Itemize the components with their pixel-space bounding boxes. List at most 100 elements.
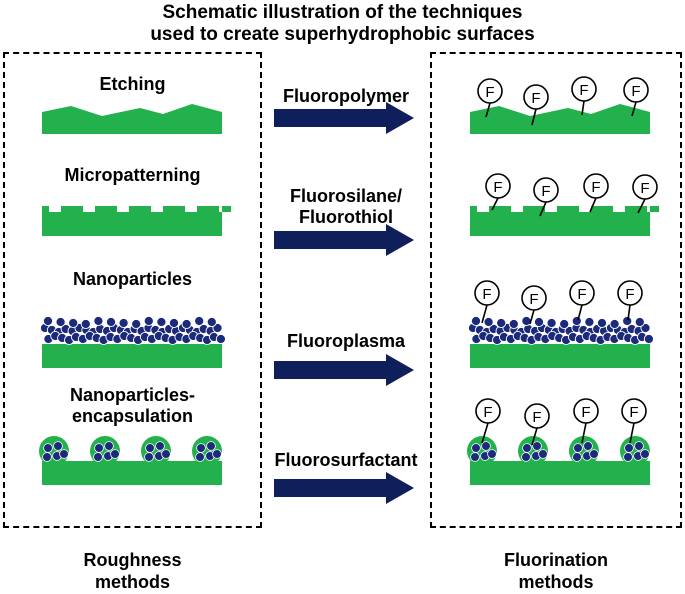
fluorine-tag-row1-4-tail xyxy=(631,101,637,117)
encapsulation-substrate-left-capsule-1-particle-5 xyxy=(59,449,69,459)
fluorine-tag-row3-2-circle xyxy=(521,285,547,311)
encapsulation-substrate-right xyxy=(470,461,650,485)
nanoparticle-substrate-left-particle-56 xyxy=(93,315,104,327)
nanoparticle-substrate-right-particle-62 xyxy=(596,317,608,329)
nanoparticle-substrate-right-particle-51 xyxy=(643,333,654,345)
fluorine-tag-row4-3-symbol: F xyxy=(581,404,590,421)
fluorine-tag-row3-3-circle xyxy=(569,280,595,306)
nanoparticle-substrate-left-particle-58 xyxy=(118,317,129,329)
fluorine-tag-row2-2-symbol: F xyxy=(541,183,550,200)
fluorine-tag-row1-4-symbol: F xyxy=(631,83,640,100)
encapsulation-substrate-left-capsule-1-particle-1 xyxy=(43,443,53,453)
encapsulation-substrate-left-capsule-2-particle-1 xyxy=(94,443,104,453)
arrows-group xyxy=(274,102,414,504)
micropatterned-substrate-left xyxy=(42,206,231,236)
encapsulation-substrate-right-capsule-4-particle-1 xyxy=(624,443,634,453)
fluorine-tag-row3-4-tail xyxy=(627,304,631,321)
fluorine-tag-row1-1-circle xyxy=(477,78,503,104)
nanoparticle-substrate-left-particle-59 xyxy=(131,318,142,330)
encapsulation-substrate-right-capsule-4-particle-5 xyxy=(640,449,650,459)
fluorine-tag-row1-2-symbol: F xyxy=(531,90,540,107)
fluorine-tag-row2-4-circle xyxy=(632,174,658,200)
fluorine-tag-row3-4-symbol: F xyxy=(625,286,634,303)
encapsulation-substrate-left-capsule-3-particle-1 xyxy=(145,443,155,453)
substrates-group xyxy=(39,104,659,485)
fluorine-tag-row1-1-tail xyxy=(485,102,491,118)
fluorine-tag-row4-4-circle xyxy=(621,398,647,424)
fluorine-tag-row3-4-circle xyxy=(617,280,643,306)
etched-substrate-right xyxy=(470,104,650,134)
fluorine-tag-row1-3-tail xyxy=(581,100,585,116)
nanoparticle-substrate-right-particle-60 xyxy=(571,315,582,327)
nanoparticle-substrate-right-particle-53 xyxy=(483,316,494,328)
fluorosurfactant-label: Fluorosurfactant xyxy=(274,450,418,470)
nanoparticle-substrate-right-particle-55 xyxy=(508,318,519,330)
fluorine-tag-row1-2-tail xyxy=(531,108,537,126)
nanoparticle-substrate-left-particle-61 xyxy=(156,316,167,328)
arrow-1 xyxy=(274,102,414,134)
nanoparticle-substrate-left-particle-53 xyxy=(55,316,66,328)
encapsulation-label-line-1: Nanoparticles- xyxy=(69,385,196,405)
encapsulation-substrate-left-capsule-4-particle-3 xyxy=(195,452,205,462)
fluorine-tag-row3-2-symbol: F xyxy=(529,291,538,308)
fluoroplasma-label: Fluoroplasma xyxy=(286,331,406,351)
fluorine-tag-row3-1-circle xyxy=(474,280,500,306)
fluorination-methods-label-line-1: Fluorination xyxy=(504,550,608,570)
encapsulation-substrate-left-capsule-4-particle-2 xyxy=(206,441,216,451)
encapsulation-substrate-left-capsule-2-particle-5 xyxy=(110,449,120,459)
encapsulation-substrate-left-capsule-4-particle-5 xyxy=(212,449,222,459)
micropatterning-label: Micropatterning xyxy=(64,165,201,185)
fluorine-tag-row2-4-symbol: F xyxy=(640,180,649,197)
encapsulation-substrate-right-capsule-4-particle-3 xyxy=(623,452,633,462)
fluorine-tag-row4-2-symbol: F xyxy=(532,409,541,426)
nanoparticle-substrate-right-particle-57 xyxy=(533,316,545,328)
fluorosilane-label-line-1: Fluorosilane/ xyxy=(289,186,403,206)
fluorine-tag-row3-1-tail xyxy=(481,304,488,324)
nanoparticle-substrate-left xyxy=(42,344,222,368)
micropatterned-substrate-right xyxy=(470,206,659,236)
encapsulation-substrate-right-capsule-3-particle-5 xyxy=(589,449,599,459)
fluorine-tag-row1-3-circle xyxy=(571,76,597,102)
encapsulation-substrate-left-capsule-3-particle-3 xyxy=(144,452,154,462)
nanoparticles-label: Nanoparticles xyxy=(72,269,193,289)
fluoropolymer-label: Fluoropolymer xyxy=(282,86,409,106)
encapsulation-substrate-left-capsule-1-particle-2 xyxy=(53,441,63,451)
roughness-methods-label-line-1: Roughness xyxy=(83,550,182,570)
fluorine-tag-row2-3-circle xyxy=(583,173,609,199)
fluorine-tag-row4-1-symbol: F xyxy=(483,404,492,421)
fluorine-tag-row3-3-symbol: F xyxy=(577,286,586,303)
nanoparticle-substrate-left-particle-62 xyxy=(168,317,180,329)
fluorine-tag-row4-3-tail xyxy=(581,422,587,444)
fluorine-tag-row3-1-symbol: F xyxy=(482,286,491,303)
encapsulation-substrate-right-capsule-2-particle-2 xyxy=(532,441,542,451)
encapsulation-substrate-left-capsule-2-particle-2 xyxy=(104,441,114,451)
nanoparticle-substrate-right-particle-59 xyxy=(559,318,570,330)
nanoparticle-substrate-right-particle-61 xyxy=(584,316,595,328)
encapsulation-substrate-right-capsule-2-particle-5 xyxy=(538,449,548,459)
fluorination-methods-label-line-2: methods xyxy=(518,572,594,592)
fluorine-tag-row2-3-tail xyxy=(589,197,597,213)
nanoparticle-substrate-left-particle-52 xyxy=(42,315,54,327)
diagram-title-line-2: used to create superhydrophobic surfaces xyxy=(150,24,535,45)
arrow-3 xyxy=(274,354,414,386)
fluorine-tag-row2-1-tail xyxy=(491,197,499,211)
encapsulation-substrate-right-capsule-2-particle-1 xyxy=(522,443,532,453)
encapsulation-substrate-right-capsule-1-particle-3 xyxy=(470,452,480,462)
nanoparticle-substrate-left-particle-51 xyxy=(215,333,226,345)
encapsulation-substrate-right-capsule-1-particle-1 xyxy=(471,443,481,453)
fluorine-tag-row3-3-tail xyxy=(577,304,583,321)
fluorination-panel xyxy=(430,52,682,528)
fluorine-tag-row1-4-circle xyxy=(623,77,649,103)
roughness-methods-label-line-2: methods xyxy=(94,572,170,592)
diagram-title-line-1: Schematic illustration of the techniques xyxy=(162,2,523,23)
fluorine-tag-row4-3-circle xyxy=(573,398,599,424)
fluorine-tag-row2-1-circle xyxy=(485,173,511,199)
encapsulation-substrate-right-capsule-2-particle-3 xyxy=(521,452,531,462)
nanoparticle-substrate-left-particle-64 xyxy=(194,315,205,327)
fluorine-tag-row4-1-circle xyxy=(475,398,501,424)
nanoparticle-substrate-right-particle-56 xyxy=(521,315,532,327)
nanoparticle-substrate-right-particle-63 xyxy=(609,318,620,330)
encapsulation-substrate-left-capsule-3-particle-5 xyxy=(161,449,171,459)
